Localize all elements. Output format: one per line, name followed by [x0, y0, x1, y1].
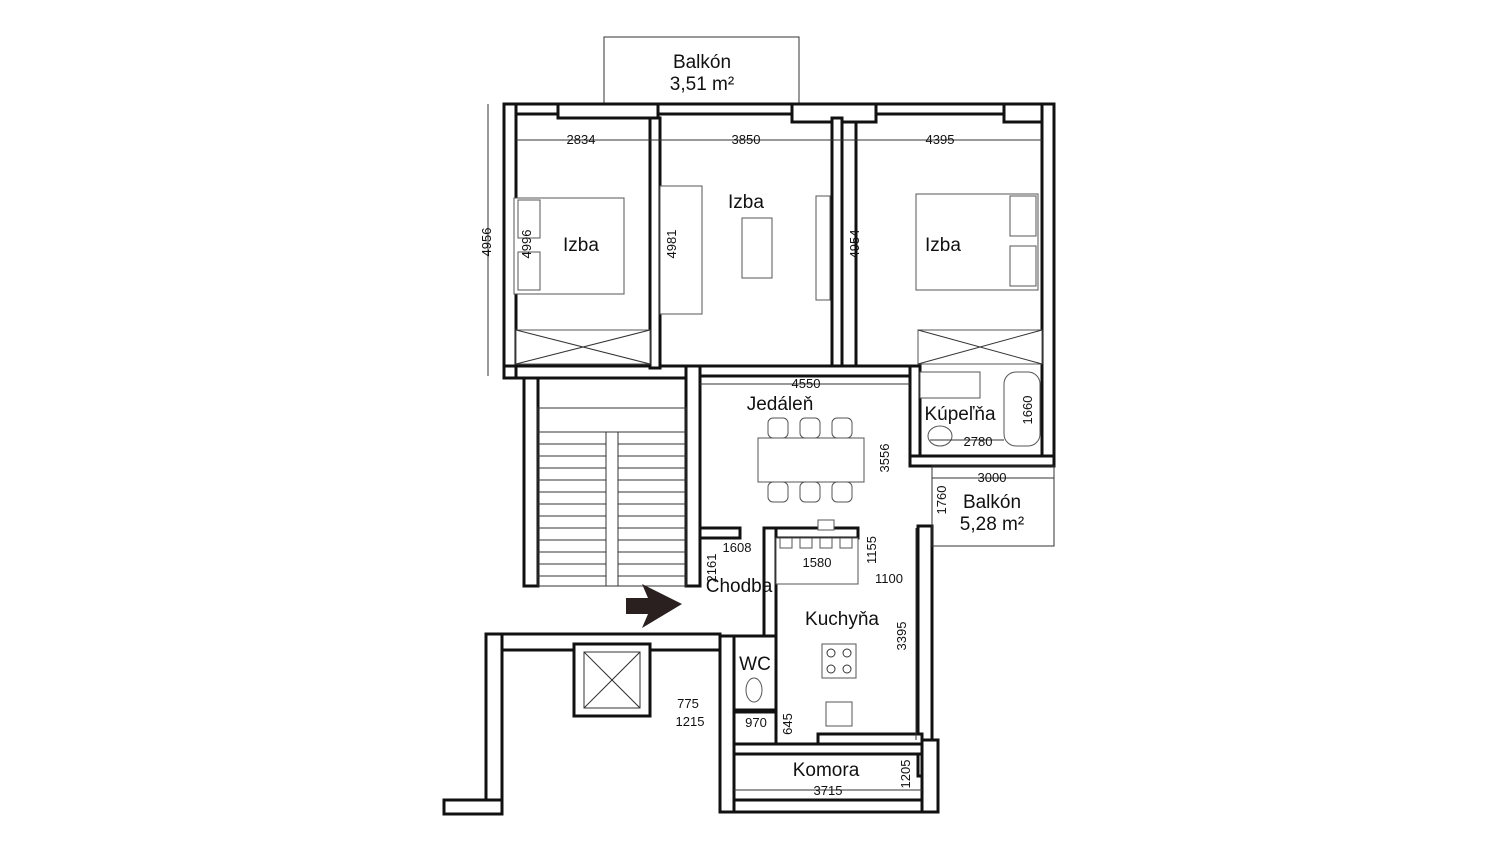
dim-1155: 1155 [864, 536, 879, 564]
room-label-balkon-right: Balkón [963, 492, 1021, 513]
dim-1580: 1580 [803, 555, 832, 570]
entrance-arrow [626, 584, 682, 628]
dim-970: 970 [745, 715, 767, 730]
dim-2834: 2834 [567, 132, 596, 147]
dim-1608: 1608 [723, 540, 752, 555]
dim-1100: 1100 [875, 571, 903, 586]
dim-4996: 4996 [519, 230, 534, 259]
room-label-izba-left: Izba [563, 235, 599, 256]
room-label-kuchyna: Kuchyňa [805, 609, 879, 630]
furniture [513, 185, 1043, 727]
dim-3000: 3000 [978, 470, 1007, 485]
room-label-izba-right: Izba [925, 235, 961, 256]
dim-1215: 1215 [676, 714, 705, 729]
dim-3395: 3395 [894, 622, 909, 651]
dim-775: 775 [677, 696, 699, 711]
room-label-komora: Komora [793, 760, 860, 781]
dim-1660: 1660 [1020, 396, 1035, 425]
staircase [537, 407, 687, 587]
room-label-jedalen: Jedáleň [747, 394, 814, 415]
room-label-wc: WC [739, 654, 771, 675]
dim-4956: 4956 [479, 228, 494, 257]
dim-645: 645 [780, 713, 795, 735]
dim-4550: 4550 [792, 376, 821, 391]
dim-4395: 4395 [926, 132, 955, 147]
dim-3850: 3850 [732, 132, 761, 147]
dim-2780: 2780 [964, 434, 993, 449]
room-label-izba-center: Izba [728, 192, 764, 213]
dim-3556: 3556 [877, 444, 892, 473]
dim-2161: 2161 [704, 554, 719, 583]
room-area-balkon-top: 3,51 m² [670, 74, 734, 95]
room-area-balkon-right: 5,28 m² [960, 514, 1024, 535]
room-label-kupelna: Kúpeľňa [924, 404, 995, 425]
room-label-chodba: Chodba [706, 576, 773, 597]
dim-4954: 4954 [847, 230, 862, 259]
dim-1760: 1760 [934, 486, 949, 515]
dim-3715: 3715 [814, 783, 843, 798]
stair-steps [538, 431, 686, 577]
dim-1205: 1205 [898, 760, 913, 789]
room-label-balkon-top: Balkón [673, 52, 731, 73]
dimension-lines [487, 104, 1054, 791]
walls [442, 102, 1056, 816]
dim-4981: 4981 [664, 230, 679, 259]
